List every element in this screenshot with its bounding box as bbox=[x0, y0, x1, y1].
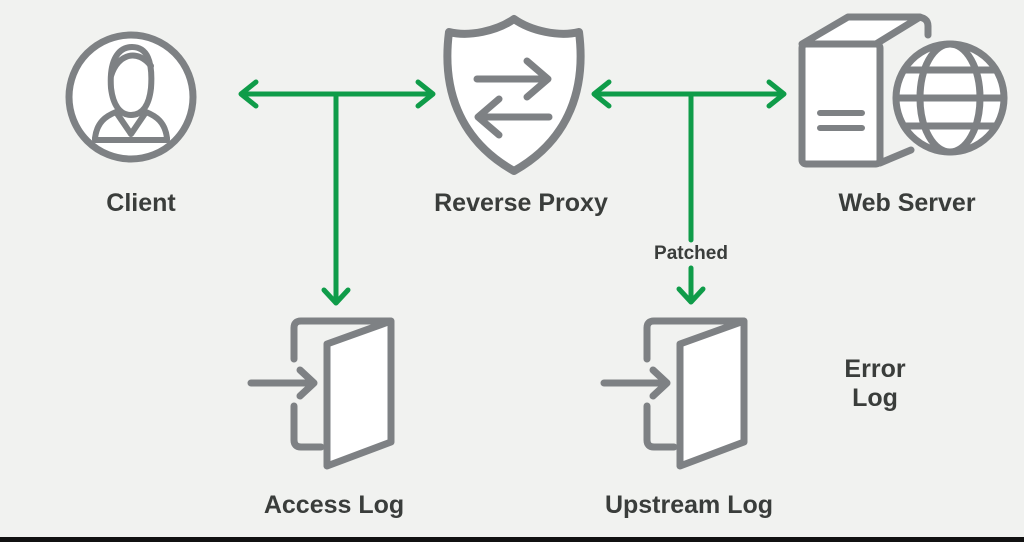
error-log-label-line1: Error bbox=[844, 355, 906, 383]
upstream-log-door-icon bbox=[604, 321, 744, 466]
reverse-proxy-label: Reverse Proxy bbox=[434, 189, 608, 217]
error-log-label-line2: Log bbox=[852, 384, 898, 412]
upstream-log-label: Upstream Log bbox=[604, 491, 774, 519]
proxy-access-log-arrow bbox=[321, 91, 351, 306]
web-server-label: Web Server bbox=[838, 189, 976, 217]
web-server-icon bbox=[798, 13, 932, 168]
client-user-icon bbox=[65, 31, 197, 163]
client-label: Client bbox=[106, 189, 176, 217]
bottom-border-bar bbox=[0, 537, 1024, 542]
patched-label: Patched bbox=[654, 243, 728, 264]
reverse-proxy-shield-icon bbox=[443, 15, 585, 175]
error-log-label: Error Log bbox=[844, 355, 905, 413]
access-log-door-icon bbox=[251, 321, 391, 466]
proxy-upstream-log-arrow bbox=[676, 91, 706, 305]
globe-icon bbox=[892, 40, 1008, 156]
access-log-label: Access Log bbox=[263, 491, 405, 519]
